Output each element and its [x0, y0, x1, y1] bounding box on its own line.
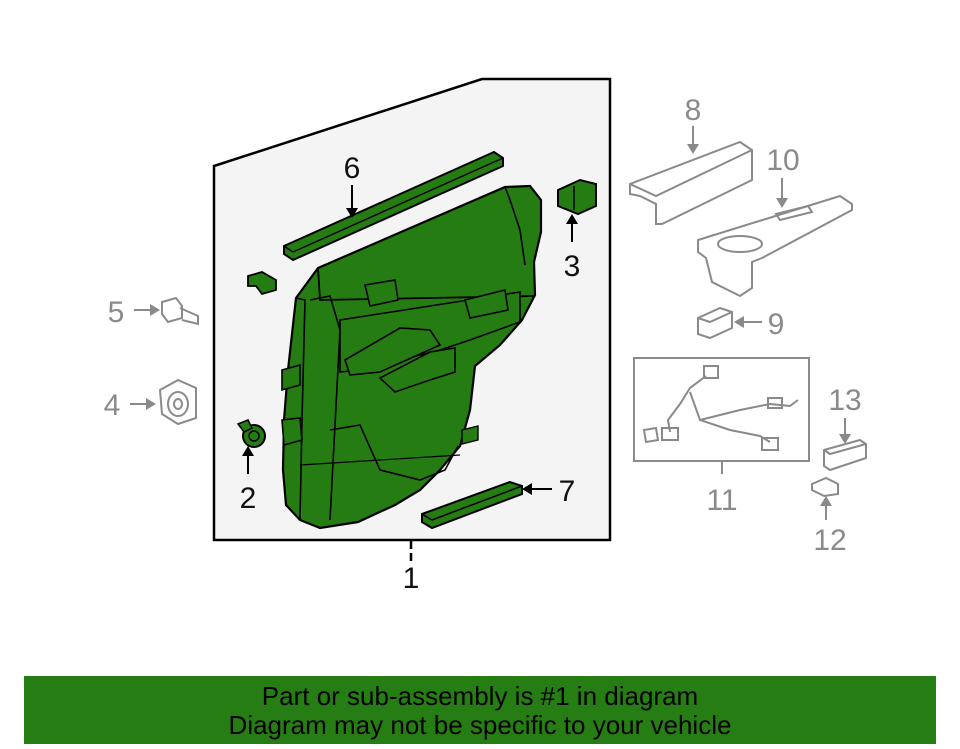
disclaimer-banner: Part or sub-assembly is #1 in diagram Di… — [24, 676, 936, 744]
callout-3: 3 — [564, 250, 581, 283]
callout-8: 8 — [685, 94, 702, 127]
callout-10: 10 — [766, 144, 799, 177]
callout-11: 11 — [706, 484, 737, 517]
clip-part-2[interactable] — [236, 419, 266, 448]
callout-5: 5 — [108, 296, 125, 329]
banner-line-2: Diagram may not be specific to your vehi… — [228, 710, 732, 740]
callout-1: 1 — [403, 562, 420, 595]
arrow-5 — [150, 304, 160, 316]
arrow-13 — [839, 434, 851, 444]
callout-13: 13 — [828, 384, 861, 417]
arrow-2 — [242, 446, 254, 456]
arrow-6 — [346, 208, 358, 218]
upper-weatherstrip-part-6[interactable] — [283, 150, 504, 262]
banner-line-1: Part or sub-assembly is #1 in diagram — [261, 681, 699, 711]
switch-part-13[interactable] — [823, 438, 867, 472]
armrest-cover-part-8[interactable] — [629, 140, 753, 225]
callout-9: 9 — [768, 308, 785, 341]
callout-12: 12 — [813, 524, 846, 557]
retainer-clip-part[interactable] — [247, 271, 277, 296]
callout-4: 4 — [104, 389, 121, 422]
wiring-harness-part-11[interactable] — [642, 365, 799, 451]
callout-2: 2 — [240, 482, 257, 515]
arrow-9 — [734, 316, 744, 328]
arrow-8 — [687, 144, 699, 154]
arrow-3 — [566, 214, 578, 224]
arrow-4 — [146, 398, 156, 410]
switch-panel-part-10[interactable] — [697, 194, 853, 298]
grommet-part-4[interactable] — [158, 378, 197, 426]
callout-7: 7 — [559, 475, 576, 508]
arrow-10 — [776, 198, 788, 208]
switch-block-part-9[interactable] — [697, 306, 733, 340]
clip-part-12[interactable] — [811, 476, 839, 498]
callout-6: 6 — [344, 152, 361, 185]
screw-part-5[interactable] — [161, 296, 199, 326]
arrow-12 — [820, 496, 832, 506]
lower-trim-strip-part-7[interactable] — [421, 480, 523, 530]
harness-inset-box — [633, 357, 810, 462]
door-trim-panel-part[interactable] — [281, 184, 543, 530]
arrow-7 — [522, 483, 532, 495]
bracket-part-3[interactable] — [557, 178, 597, 216]
